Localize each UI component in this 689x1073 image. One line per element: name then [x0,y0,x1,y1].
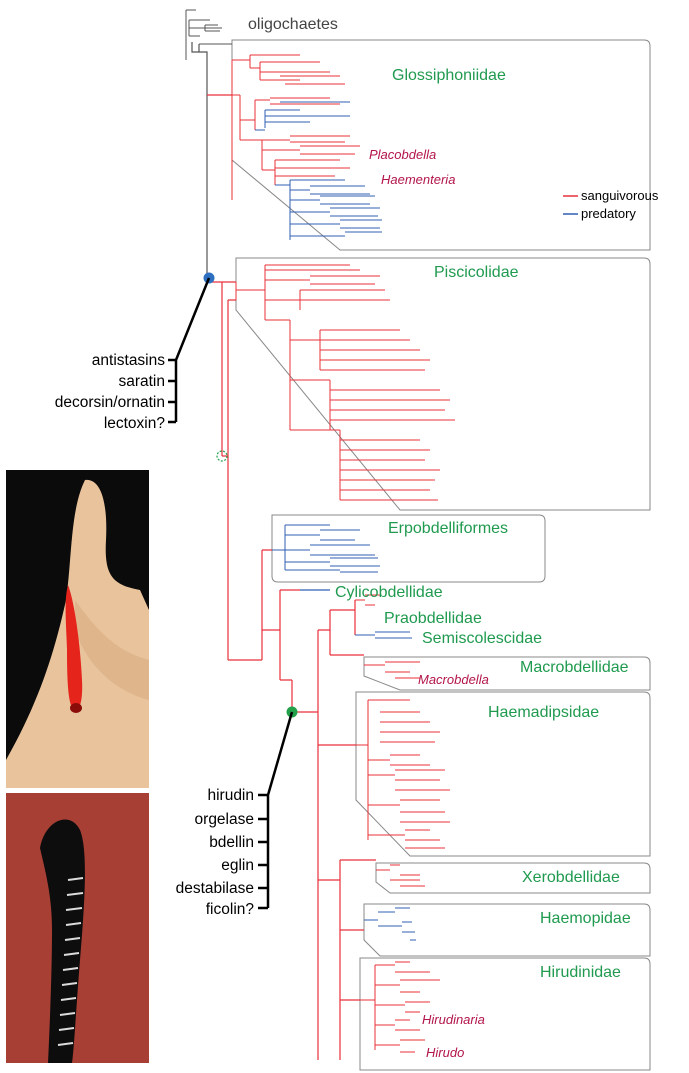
legend-sanguivorous-label: sanguivorous [581,188,659,203]
clade-label-cylicobdellidae: Cylicobdellidae [335,584,443,601]
haemopidae-branches [364,908,416,940]
macrobdellidae-branches [364,662,420,678]
semiscolescidae-branch [355,632,412,638]
clade-label-hirudinidae: Hirudinidae [540,964,621,981]
backbone [192,42,207,282]
genus-label-hirudo: Hirudo [426,1045,464,1060]
hirudinidae-branches [360,962,440,1052]
lower-toxin-bracket [258,712,292,908]
toxin-label-upper: decorsin/ornatin [55,394,165,411]
photo-black-leech [6,793,149,1063]
legend: sanguivorous predatory [563,188,659,221]
toxin-label-upper: saratin [118,373,165,390]
glossiphoniidae-blue-branches [255,102,382,240]
toxin-label-lower: destabilase [176,880,254,897]
upper-toxin-bracket [168,278,209,422]
genus-label-haementeria: Haementeria [381,172,455,187]
haemadipsidae-branches [356,700,450,848]
genus-label-hirudinaria: Hirudinaria [422,1012,485,1027]
toxin-label-lower: ficolin? [206,901,255,918]
xerobdellidae-branches [376,865,425,886]
erpobdelliformes-branches [272,525,380,572]
genus-label-placobdella: Placobdella [369,147,436,162]
clade-label-glossiphoniidae: Glossiphoniidae [392,67,506,84]
clade-label-praobdellidae: Praobdellidae [384,610,482,627]
toxin-label-lower: bdellin [209,834,254,851]
toxin-label-upper: lectoxin? [104,415,166,432]
clade-label-semiscolescidae: Semiscolescidae [422,630,542,647]
clade-label-piscicolidae: Piscicolidae [434,264,519,281]
toxin-label-upper: antistasins [92,352,165,369]
glossiphoniidae-red-branches [232,55,360,200]
piscicolidae-box [236,258,650,510]
toxin-label-lower: hirudin [207,787,254,804]
clade-label-erpobdelliformes: Erpobdelliformes [388,520,508,537]
clade-label-haemopidae: Haemopidae [540,910,631,927]
clade-label-xerobdellidae: Xerobdellidae [522,869,620,886]
piscicolidae-branches [236,265,455,500]
toxin-label-lower: eglin [221,857,254,874]
clade-label-haemadipsidae: Haemadipsidae [488,704,599,721]
clade-label-macrobdellidae: Macrobdellidae [520,659,629,676]
toxin-label-lower: orgelase [195,811,254,828]
legend-predatory-label: predatory [581,206,636,221]
photo-leech-on-thumb [6,470,149,788]
outgroup-label: oligochaetes [248,16,338,33]
genus-label-macrobdella: Macrobdella [418,672,489,687]
